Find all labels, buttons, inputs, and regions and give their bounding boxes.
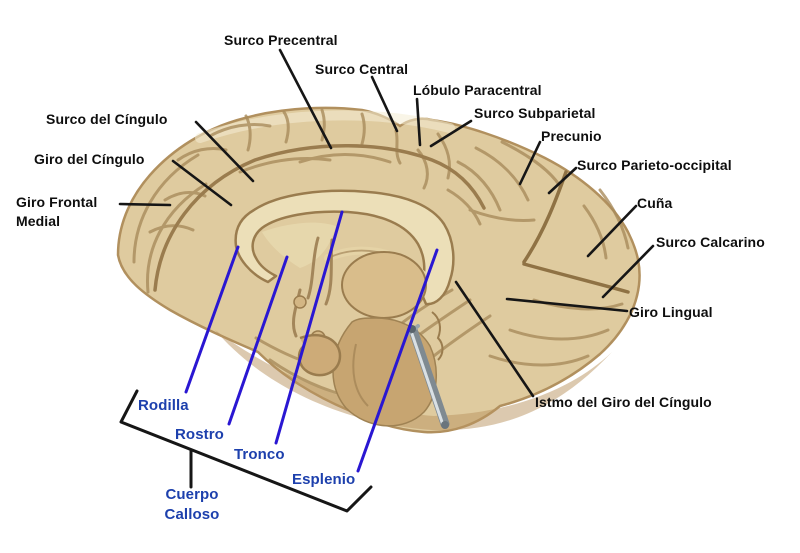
leader-lobulo-paracentral: [415, 97, 422, 147]
leader-surco-subparietal: [429, 119, 473, 148]
pons-fold-line: [352, 343, 369, 407]
leader-cuna: [586, 204, 638, 258]
label-esplenio: Esplenio: [292, 471, 356, 488]
leader-surco-central: [370, 75, 399, 133]
septum-pellucidum-shape: [262, 222, 336, 268]
calcarine-sulcus-line: [522, 262, 630, 294]
corpus-callosum-bracket: [119, 389, 373, 513]
label-surco-parieto-occipital: Surco Parieto-occipital: [577, 157, 732, 173]
corpus-callosum-shape: [234, 189, 455, 306]
leader-surco-calcarino: [601, 244, 655, 299]
label-tronco: Tronco: [234, 446, 285, 463]
leader-surco-parieto-occipital: [547, 166, 578, 195]
label-istmo-del-giro-del-cingulo: Istmo del Giro del Cíngulo: [535, 394, 712, 410]
leader-rostro: [227, 255, 289, 426]
label-cuna: Cuña: [637, 195, 673, 211]
label-giro-frontal-medial: Giro Frontal Medial: [16, 194, 98, 229]
label-rostro: Rostro: [175, 426, 224, 443]
leader-esplenio: [356, 248, 439, 473]
label-cuerpo-calloso: Cuerpo Calloso: [164, 486, 220, 524]
brainstem-shape: [332, 317, 437, 427]
leader-tronco: [274, 210, 344, 445]
label-giro-del-cingulo: Giro del Cíngulo: [34, 151, 145, 167]
leader-precunio: [518, 140, 542, 186]
label-giro-lingual: Giro Lingual: [629, 304, 713, 320]
leader-surco-precentral: [278, 48, 333, 150]
leader-giro-lingual: [505, 297, 629, 313]
leader-istmo-del-giro-del-cingulo: [454, 280, 535, 398]
label-surco-precentral: Surco Precentral: [224, 32, 338, 48]
leader-surco-del-cingulo: [194, 120, 255, 183]
label-rodilla: Rodilla: [138, 397, 189, 414]
pin-marker: [406, 324, 450, 429]
label-surco-subparietal: Surco Subparietal: [474, 105, 596, 121]
leader-giro-frontal-medial: [118, 202, 172, 207]
thalamus-shape: [341, 251, 427, 319]
leader-rodilla: [184, 245, 240, 394]
quadrigeminal-plate-shape: [431, 311, 444, 361]
leader-giro-del-cingulo: [171, 159, 233, 207]
label-precunio: Precunio: [541, 128, 602, 144]
label-surco-calcarino: Surco Calcarino: [656, 234, 765, 250]
anterior-commissure-shape: [293, 295, 307, 309]
label-surco-del-cingulo: Surco del Cíngulo: [46, 111, 168, 127]
cingulate-sulcus-line: [153, 144, 486, 292]
label-lobulo-paracentral: Lóbulo Paracentral: [413, 82, 542, 98]
label-surco-central: Surco Central: [315, 61, 409, 77]
